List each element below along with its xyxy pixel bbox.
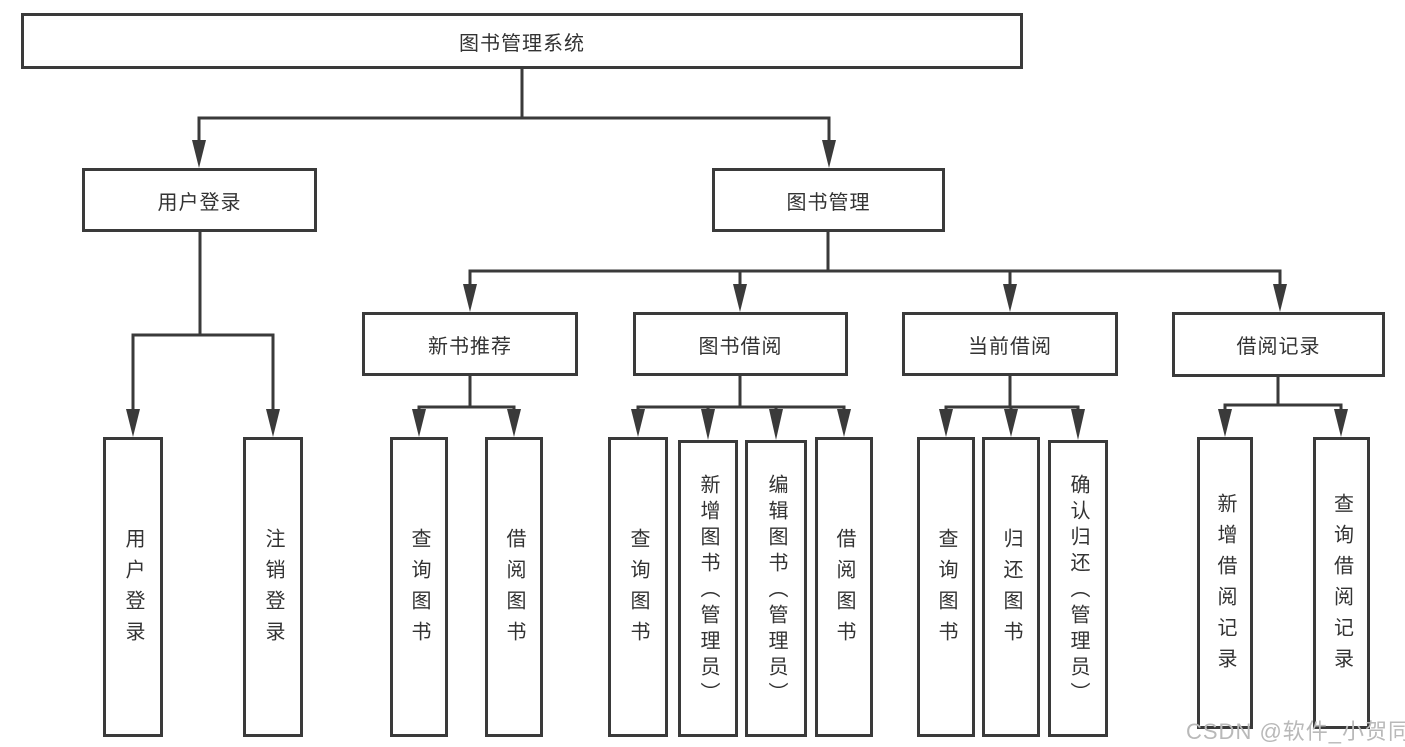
node-book-management-label: 图书管理 (786, 191, 871, 214)
leaf-query-books-3-label: 查询图书 (935, 528, 957, 652)
leaf-query-books-1: 查询图书 (390, 437, 448, 737)
node-new-book-recommend-label: 新书推荐 (428, 335, 512, 358)
leaf-edit-books-admin-label: 编辑图书（管理员） (765, 473, 787, 708)
leaf-logout-label: 注销登录 (262, 528, 284, 652)
leaf-return-books: 归还图书 (982, 437, 1040, 737)
leaf-borrow-books-2: 借阅图书 (815, 437, 873, 737)
connector-root-to-level2 (192, 67, 836, 168)
connector-newbooks-to-leaves (412, 374, 521, 437)
leaf-query-borrow-record-label: 查询借阅记录 (1330, 493, 1353, 679)
csdn-watermark: CSDN @软件_小贺同学 (1186, 719, 1405, 744)
node-current-borrow-label: 当前借阅 (968, 335, 1052, 358)
node-root-system-label: 图书管理系统 (459, 32, 585, 55)
node-new-book-recommend: 新书推荐 (362, 312, 578, 376)
node-book-management: 图书管理 (712, 168, 945, 232)
leaf-add-books-admin-label: 新增图书（管理员） (697, 473, 719, 708)
leaf-query-books-1-label: 查询图书 (408, 528, 430, 652)
node-user-login-label: 用户登录 (157, 191, 242, 214)
node-root-system: 图书管理系统 (21, 13, 1023, 69)
connector-userlogin-to-leaves (126, 230, 280, 437)
connector-bookmgmt-to-level3 (463, 230, 1287, 312)
connector-current-to-leaves (939, 374, 1085, 440)
node-borrow-records: 借阅记录 (1172, 312, 1385, 377)
leaf-user-login-label: 用户登录 (122, 528, 144, 652)
leaf-borrow-books-2-label: 借阅图书 (833, 528, 855, 652)
node-current-borrow: 当前借阅 (902, 312, 1118, 376)
leaf-logout: 注销登录 (243, 437, 303, 737)
leaf-query-books-3: 查询图书 (917, 437, 975, 737)
leaf-add-books-admin: 新增图书（管理员） (678, 440, 738, 737)
leaf-query-borrow-record: 查询借阅记录 (1313, 437, 1370, 729)
connector-borrowing-to-leaves (631, 374, 851, 440)
node-borrow-records-label: 借阅记录 (1236, 336, 1321, 358)
leaf-borrow-books-1-label: 借阅图书 (503, 528, 525, 652)
leaf-add-borrow-record-label: 新增借阅记录 (1214, 493, 1236, 679)
connector-records-to-leaves (1218, 375, 1348, 437)
leaf-confirm-return-admin: 确认归还（管理员） (1048, 440, 1108, 737)
leaf-borrow-books-1: 借阅图书 (485, 437, 543, 737)
node-book-borrow: 图书借阅 (633, 312, 848, 376)
leaf-confirm-return-admin-label: 确认归还（管理员） (1067, 473, 1089, 708)
leaf-return-books-label: 归还图书 (1000, 528, 1022, 652)
leaf-user-login: 用户登录 (103, 437, 163, 737)
leaf-query-books-2-label: 查询图书 (627, 528, 649, 652)
node-user-login: 用户登录 (82, 168, 317, 232)
node-book-borrow-label: 图书借阅 (698, 335, 783, 358)
leaf-query-books-2: 查询图书 (608, 437, 668, 737)
leaf-add-borrow-record: 新增借阅记录 (1197, 437, 1253, 729)
leaf-edit-books-admin: 编辑图书（管理员） (745, 440, 807, 737)
